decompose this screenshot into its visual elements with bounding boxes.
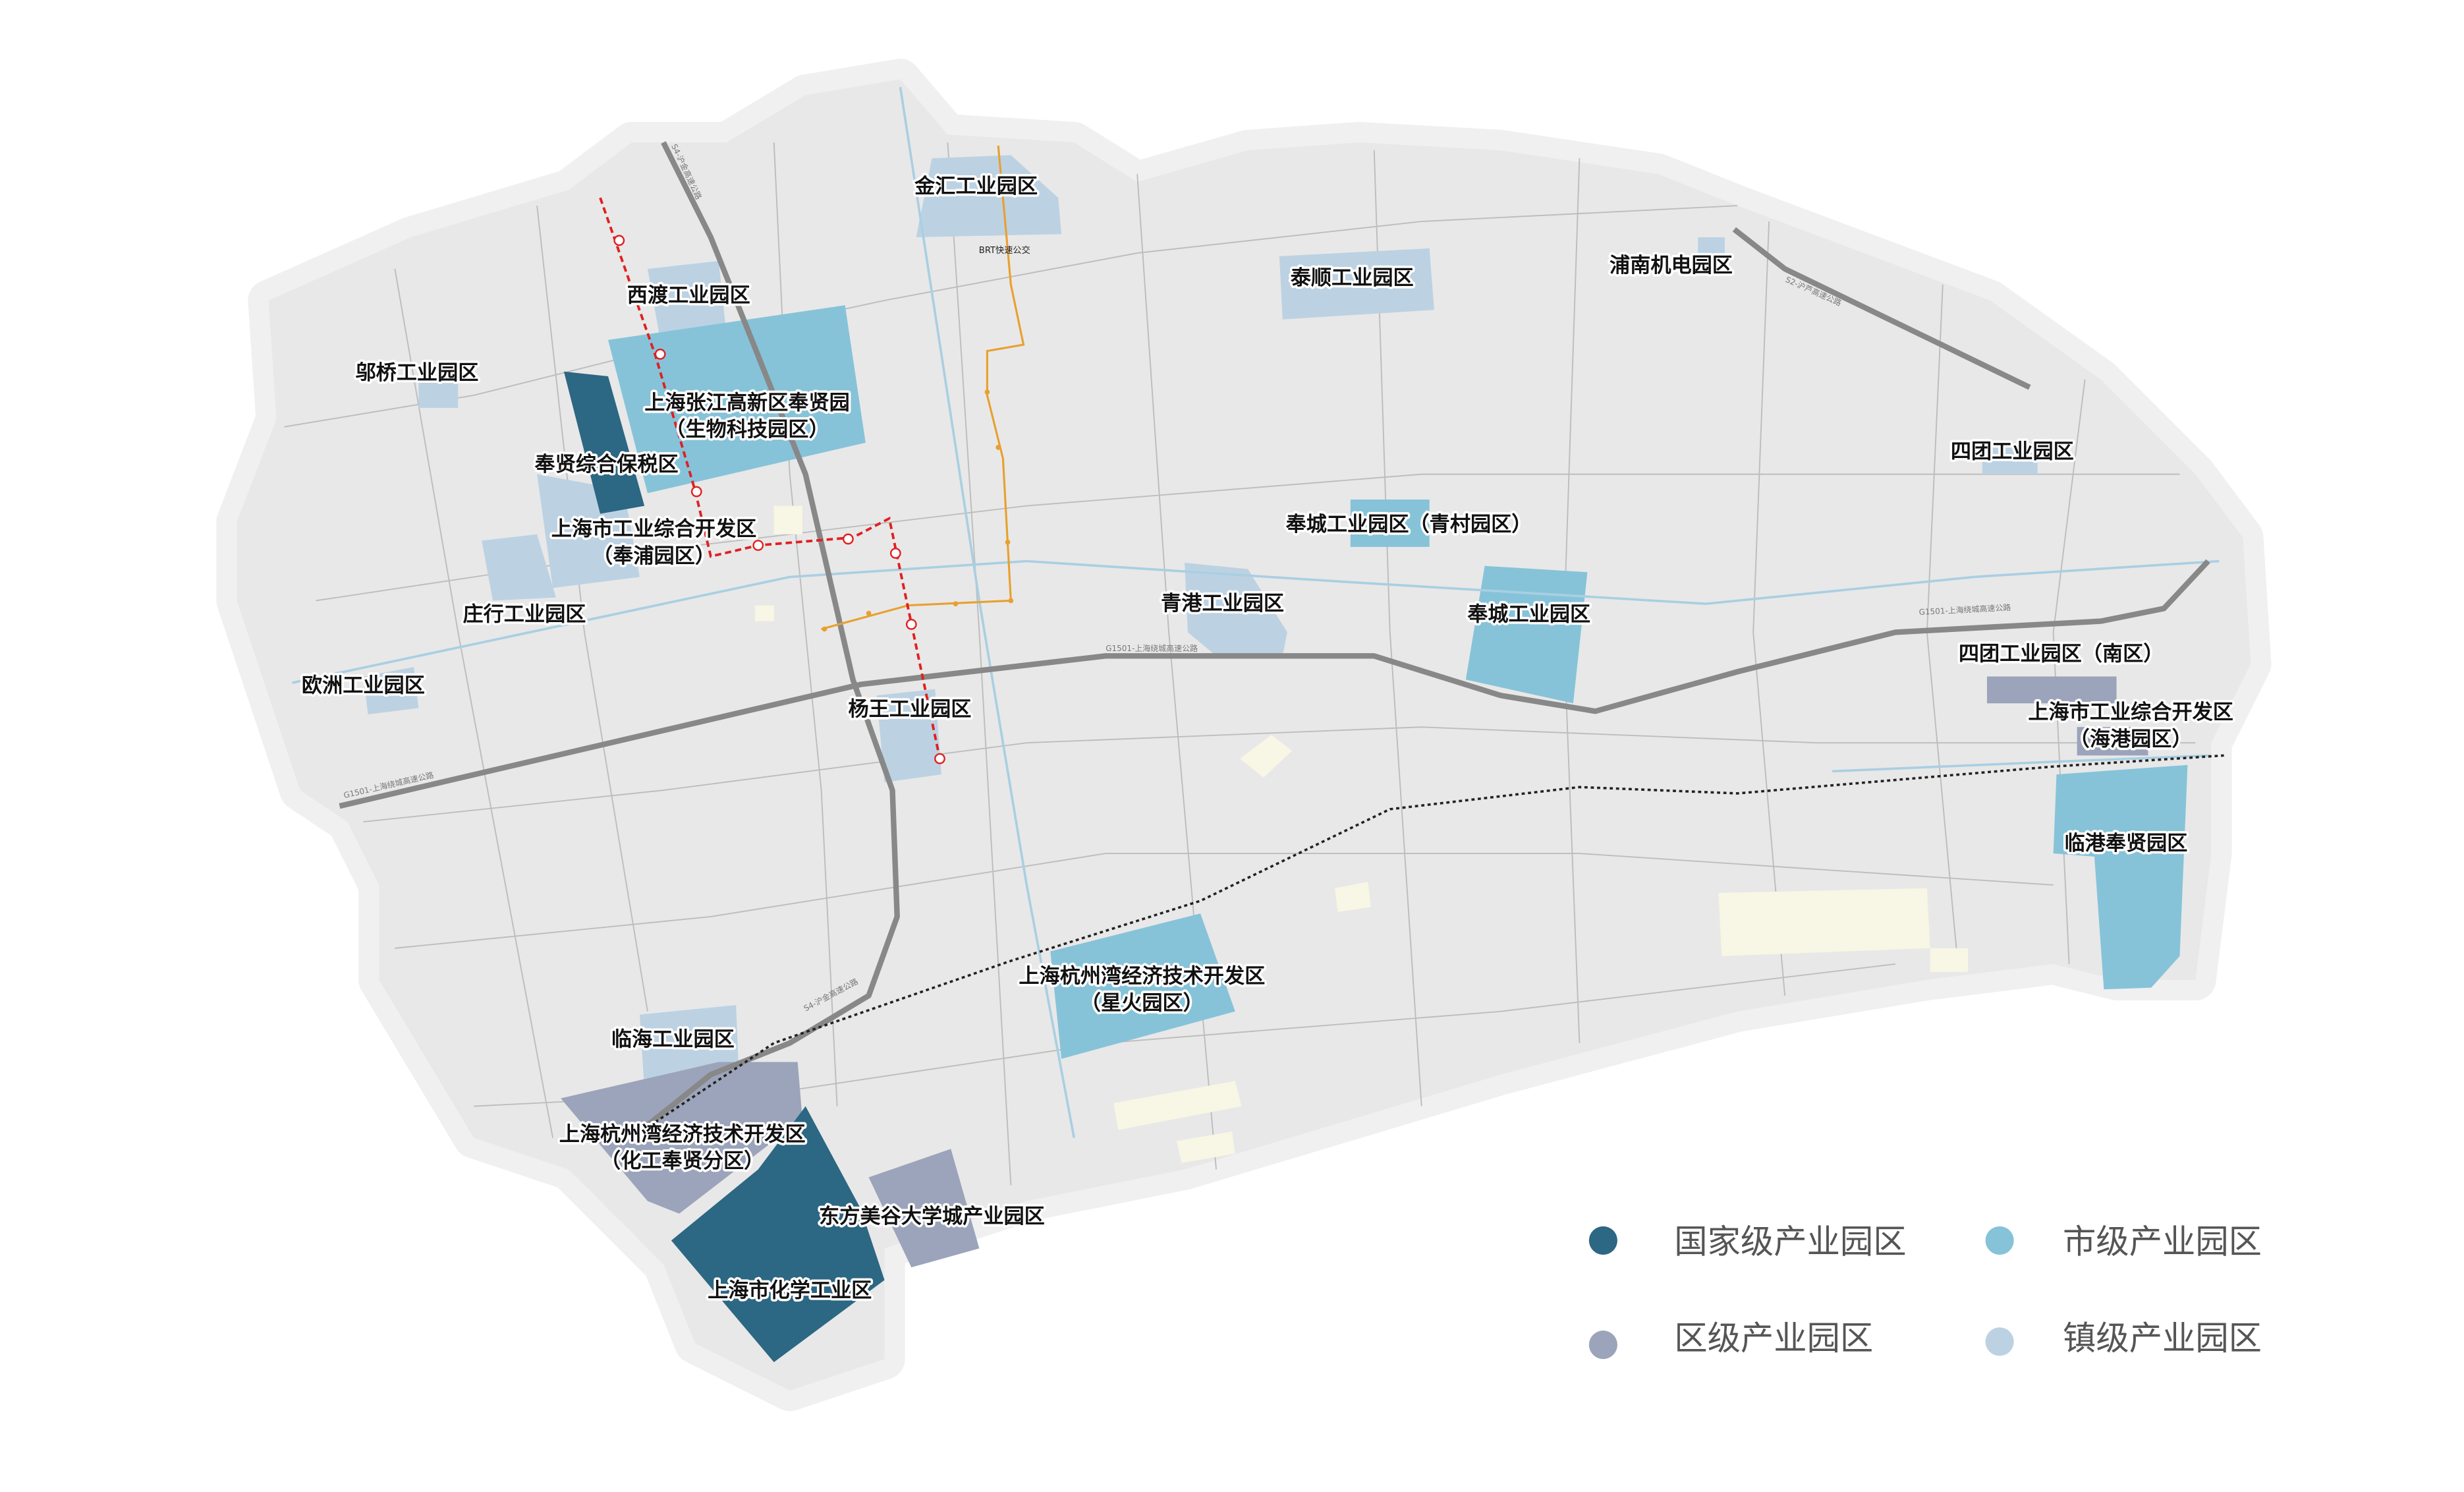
park-label: 东方美谷大学城产业园区: [819, 1205, 1045, 1228]
metro-stations: [613, 235, 945, 764]
park-label-sub: （奉浦园区）: [592, 544, 715, 568]
svg-text:市级产业园区: 市级产业园区: [2063, 1222, 2262, 1261]
park-dongfangmeigu[interactable]: [868, 1149, 980, 1268]
park-label: 邬桥工业园区: [355, 361, 478, 385]
dot-national-icon: [1588, 1226, 1617, 1255]
park-label-sub: （星火园区）: [1080, 991, 1204, 1015]
park-label: 浦南机电园区: [1610, 254, 1733, 277]
park-qingcun[interactable]: [1350, 500, 1430, 547]
highway-g1501: [339, 559, 2210, 809]
park-labels: 金汇工业园区 西渡工业园区 泰顺工业园区 浦南机电园区 邬桥工业园区 上海张江高…: [299, 172, 2235, 1305]
park-label: 青港工业园区: [1161, 592, 1284, 616]
park-chemical[interactable]: [671, 1106, 885, 1362]
park-label: 欧洲工业园区: [302, 674, 425, 697]
parks-district: [561, 676, 2148, 1268]
park-fengcheng[interactable]: [1465, 565, 1588, 704]
metro-line: [599, 197, 941, 759]
park-label: 上海张江高新区奉贤园: [644, 391, 850, 415]
park-label: 杨王工业园区: [848, 697, 971, 721]
park-label: 西渡工业园区: [627, 283, 750, 307]
district-boundary: [216, 59, 2272, 1412]
dot-town-icon: [1985, 1327, 2014, 1356]
park-yangwang[interactable]: [876, 689, 941, 783]
park-xinghuo[interactable]: [1050, 913, 1235, 1059]
svg-text:G1501-上海绕城高速公路: G1501-上海绕城高速公路: [1918, 602, 2011, 617]
dot-district-icon: [1588, 1331, 1617, 1360]
park-label: 上海杭州湾经济技术开发区: [559, 1122, 806, 1146]
legend-item-town: 镇级产业园区: [1985, 1319, 2262, 1358]
svg-text:国家级产业园区: 国家级产业园区: [1674, 1222, 1906, 1261]
park-lingang[interactable]: [2053, 764, 2188, 990]
rivers: [292, 86, 2220, 1138]
highway-s2: [1732, 227, 2031, 390]
park-label-sub: （海港园区）: [2069, 728, 2193, 751]
park-label: 上海杭州湾经济技术开发区: [1019, 965, 1265, 989]
park-label: 上海市化学工业区: [708, 1279, 872, 1303]
park-label: 金汇工业园区: [914, 175, 1038, 198]
park-situan-south[interactable]: [1986, 676, 2117, 704]
park-taishun[interactable]: [1279, 248, 1434, 320]
railway: [654, 754, 2224, 1124]
park-wuqiao[interactable]: [418, 379, 459, 408]
svg-text:镇级产业园区: 镇级产业园区: [2063, 1319, 2262, 1358]
reserve-areas: [754, 505, 1969, 1163]
park-huagong[interactable]: [561, 1062, 802, 1214]
brt-stops: [822, 389, 1014, 632]
park-jinhui[interactable]: [916, 155, 1062, 238]
svg-text:区级产业园区: 区级产业园区: [1674, 1319, 1873, 1358]
park-label: 泰顺工业园区: [1291, 266, 1414, 290]
dot-city-icon: [1985, 1226, 2014, 1255]
park-label: 奉城工业园区（青村园区）: [1286, 513, 1532, 536]
brt-line: [821, 145, 1025, 631]
parks-city: [608, 305, 2188, 1059]
park-haigang[interactable]: [2077, 727, 2148, 756]
svg-text:G1501-上海绕城高速公路: G1501-上海绕城高速公路: [1106, 643, 1198, 653]
park-xidu[interactable]: [647, 260, 727, 340]
legend: 国家级产业园区 市级产业园区 区级产业园区 镇级产业园区: [1588, 1222, 2262, 1360]
park-label: 临港奉贤园区: [2064, 832, 2187, 855]
park-qinggang[interactable]: [1185, 562, 1287, 656]
park-label-sub: （化工奉贤分区）: [600, 1149, 764, 1173]
park-label-sub: （生物科技园区）: [665, 418, 829, 442]
park-label: 四团工业园区: [1951, 440, 2074, 464]
park-label: 奉贤综合保税区: [535, 453, 679, 476]
park-punan[interactable]: [1698, 237, 1725, 261]
legend-item-national: 国家级产业园区: [1588, 1222, 1907, 1261]
park-label: 奉城工业园区: [1467, 603, 1590, 627]
park-bonded-zone[interactable]: [563, 371, 645, 514]
park-label: 临海工业园区: [611, 1028, 735, 1052]
brt-label: BRT快速公交: [979, 244, 1030, 256]
park-zhangjiang[interactable]: [608, 305, 866, 494]
park-label: 四团工业园区（南区）: [1959, 643, 2164, 666]
park-label: 上海市工业综合开发区: [2028, 701, 2233, 724]
park-label: 上海市工业综合开发区: [551, 517, 757, 541]
legend-item-city: 市级产业园区: [1985, 1222, 2262, 1261]
park-ouzhou[interactable]: [363, 667, 419, 715]
park-situan[interactable]: [1982, 442, 2038, 474]
legend-item-district: 区级产业园区: [1588, 1319, 1873, 1360]
parks-national: [563, 371, 885, 1362]
park-label: 庄行工业园区: [462, 603, 586, 627]
park-fengpu[interactable]: [482, 534, 556, 601]
